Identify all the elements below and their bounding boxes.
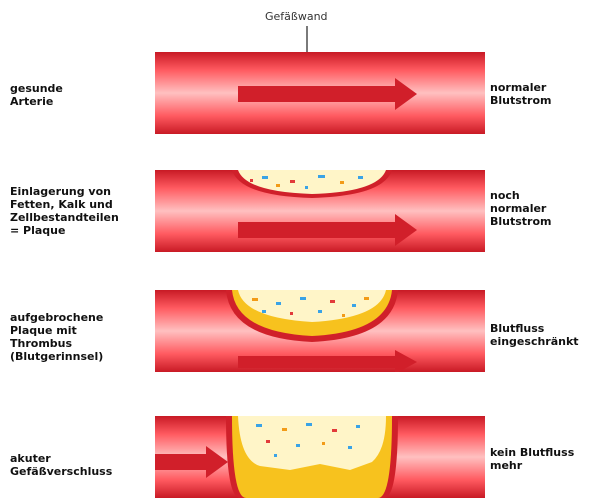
stage-3-artery xyxy=(155,290,485,374)
stage-2-left-label: Einlagerung von Fetten, Kalk und Zellbes… xyxy=(10,185,119,237)
stage-1-right-label: normaler Blutstrom xyxy=(490,81,552,107)
stage-2-artery xyxy=(155,170,485,252)
stage-1-artery xyxy=(155,52,485,134)
stage-4-artery xyxy=(155,416,485,498)
stage-4-left-label: akuter Gefäßverschluss xyxy=(10,452,112,478)
stage-3-right-label: Blutfluss eingeschränkt xyxy=(490,322,579,348)
stage-3-left-label: aufgebrochene Plaque mit Thrombus (Blutg… xyxy=(10,311,103,363)
stage-2-right-label: noch normaler Blutstrom xyxy=(490,189,552,228)
stage-1-left-label: gesunde Arterie xyxy=(10,82,63,108)
stage-4-right-label: kein Blutfluss mehr xyxy=(490,446,574,472)
